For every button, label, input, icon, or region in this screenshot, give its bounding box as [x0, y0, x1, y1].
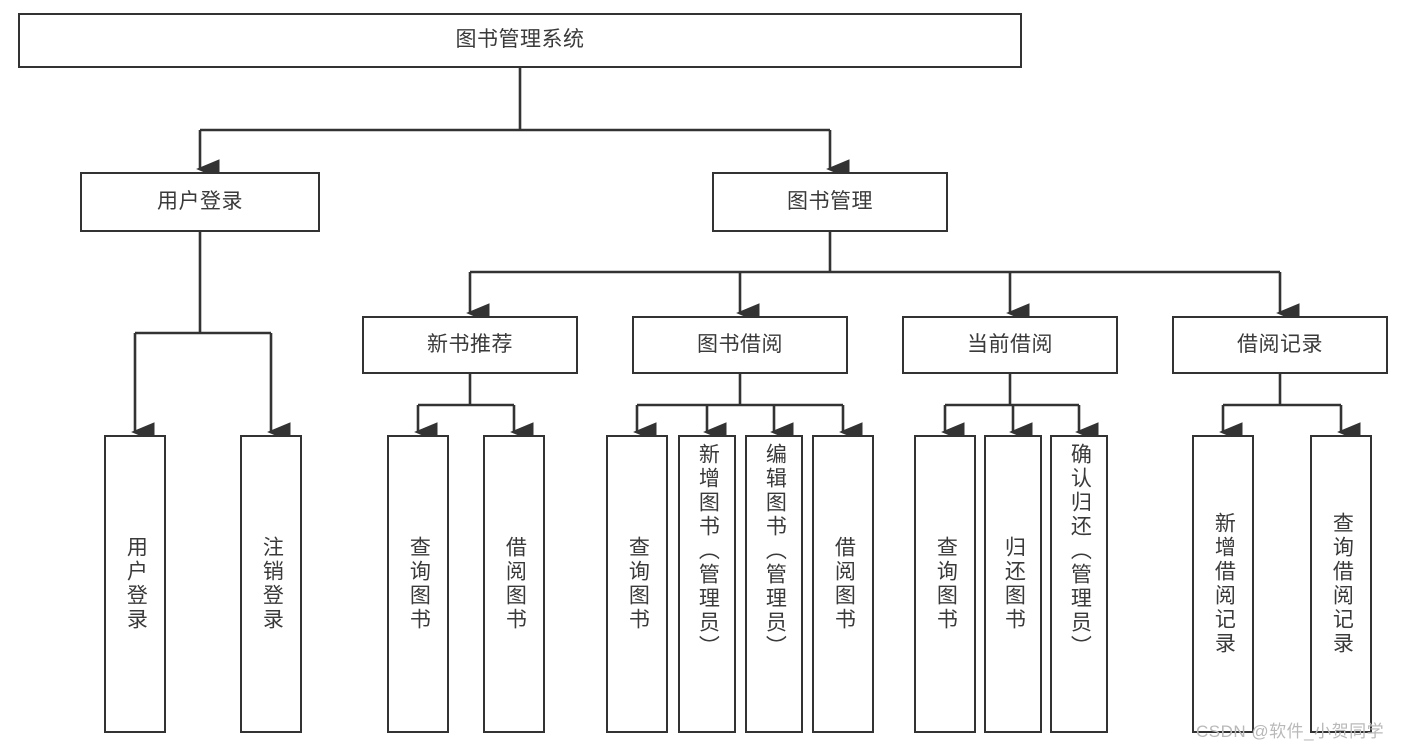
node-borrow-record[interactable]: 借阅记录 [1172, 316, 1388, 374]
watermark: CSDN @软件_小贺同学 [1196, 722, 1385, 741]
leaf-query-borrow-record[interactable]: 查询借阅记录 [1310, 435, 1372, 733]
node-new-book-recommend[interactable]: 新书推荐 [362, 316, 578, 374]
leaf-return-book-label: 归还图书 [1002, 536, 1026, 632]
leaf-add-book-label: 新增图书（管理员） [696, 443, 720, 659]
node-book-manage[interactable]: 图书管理 [712, 172, 948, 232]
leaf-user-login-label: 用户登录 [124, 536, 148, 632]
node-current-borrow-label: 当前借阅 [967, 332, 1053, 356]
node-borrow-record-label: 借阅记录 [1237, 332, 1323, 356]
node-current-borrow[interactable]: 当前借阅 [902, 316, 1118, 374]
leaf-return-book[interactable]: 归还图书 [984, 435, 1042, 733]
leaf-user-login[interactable]: 用户登录 [104, 435, 166, 733]
leaf-query-book-2[interactable]: 查询图书 [606, 435, 668, 733]
leaf-logout[interactable]: 注销登录 [240, 435, 302, 733]
node-book-manage-label: 图书管理 [787, 189, 873, 213]
leaf-confirm-return-label: 确认归还（管理员） [1068, 443, 1092, 659]
leaf-borrow-book-2[interactable]: 借阅图书 [812, 435, 874, 733]
leaf-edit-book[interactable]: 编辑图书（管理员） [745, 435, 803, 733]
node-root[interactable]: 图书管理系统 [18, 13, 1022, 68]
leaf-query-book-1[interactable]: 查询图书 [387, 435, 449, 733]
leaf-query-book-3-label: 查询图书 [934, 536, 958, 632]
leaf-borrow-book-1-label: 借阅图书 [503, 536, 527, 632]
leaf-add-book[interactable]: 新增图书（管理员） [678, 435, 736, 733]
leaf-confirm-return[interactable]: 确认归还（管理员） [1050, 435, 1108, 733]
leaf-borrow-book-2-label: 借阅图书 [832, 536, 856, 632]
node-root-label: 图书管理系统 [455, 28, 585, 52]
leaf-edit-book-label: 编辑图书（管理员） [763, 443, 787, 659]
leaf-query-book-3[interactable]: 查询图书 [914, 435, 976, 733]
leaf-logout-label: 注销登录 [260, 536, 284, 632]
leaf-add-borrow-record[interactable]: 新增借阅记录 [1192, 435, 1254, 733]
node-book-borrow[interactable]: 图书借阅 [632, 316, 848, 374]
leaf-query-book-2-label: 查询图书 [626, 536, 650, 632]
node-new-book-recommend-label: 新书推荐 [427, 332, 513, 356]
leaf-add-borrow-record-label: 新增借阅记录 [1212, 512, 1236, 656]
leaf-query-book-1-label: 查询图书 [407, 536, 431, 632]
node-book-borrow-label: 图书借阅 [697, 332, 783, 356]
leaf-borrow-book-1[interactable]: 借阅图书 [483, 435, 545, 733]
leaf-query-borrow-record-label: 查询借阅记录 [1330, 512, 1354, 656]
node-user-login[interactable]: 用户登录 [80, 172, 320, 232]
node-user-login-label: 用户登录 [157, 189, 243, 213]
